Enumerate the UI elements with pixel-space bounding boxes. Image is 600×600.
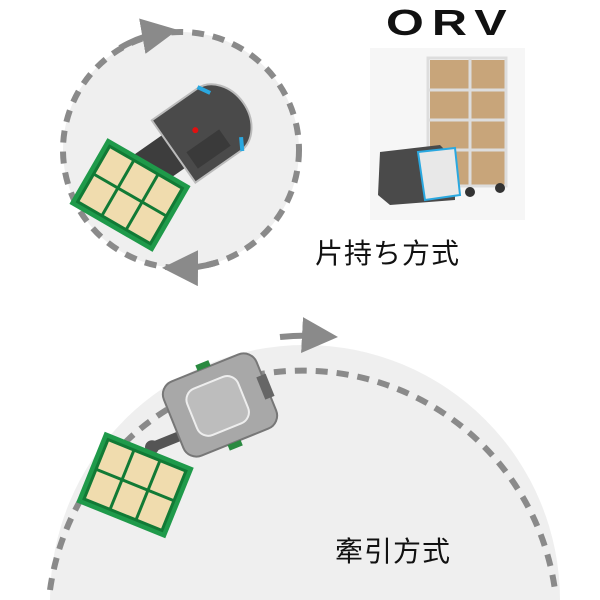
cantilever-mode-label: 片持ち方式	[315, 237, 461, 270]
rotation-arrow-bottom	[162, 250, 216, 287]
towing-mode-label: 牽引方式	[335, 535, 452, 568]
rotation-arrow-top	[118, 18, 178, 54]
towing-arrow	[279, 317, 338, 354]
towing-robot-icon	[161, 352, 279, 458]
orv-product-photo	[370, 48, 525, 220]
pallet-icon	[76, 431, 194, 539]
pallet-icon	[69, 138, 191, 252]
orv-logo: ORV	[386, 2, 515, 43]
